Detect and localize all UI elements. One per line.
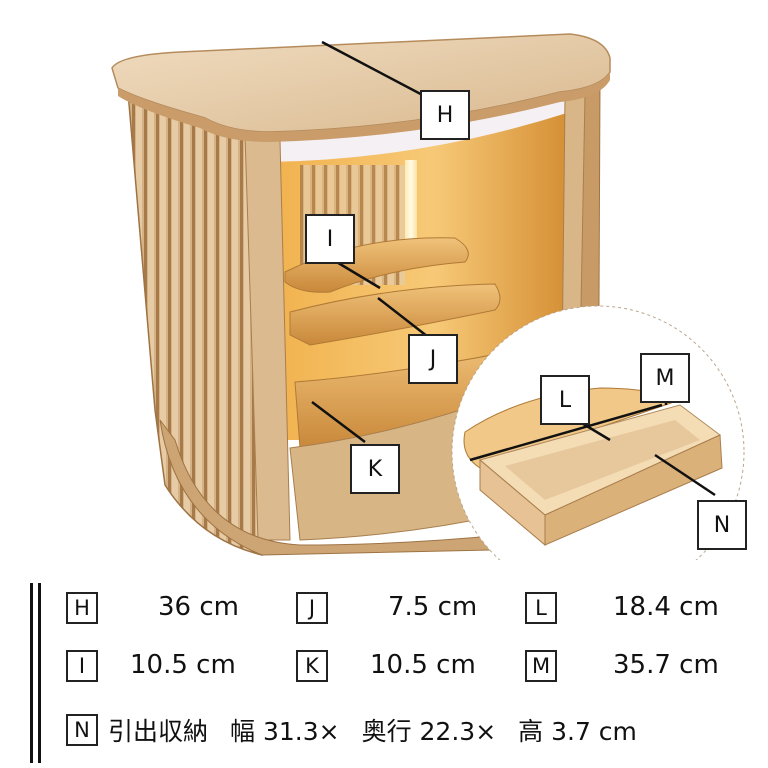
spec-value-i: 10.5 cm bbox=[130, 650, 236, 680]
spec-value-j: 7.5 cm bbox=[388, 592, 478, 622]
spec-label-m: M bbox=[525, 650, 557, 682]
spec-value-l: 18.4 cm bbox=[613, 592, 719, 622]
drawer-side bbox=[544, 434, 723, 546]
spec-label-k: K bbox=[296, 650, 328, 682]
callout-m: M bbox=[640, 353, 690, 403]
drawer-inside bbox=[505, 420, 700, 500]
drawer-tray-top bbox=[463, 387, 682, 469]
spec-table: H 36 cm J 7.5 cm L 18.4 cm I 10.5 cm K 1… bbox=[58, 582, 758, 762]
drawer-spec-width: 幅 31.3× bbox=[230, 717, 340, 746]
callout-j: J bbox=[408, 334, 458, 384]
spec-label-n: N bbox=[66, 714, 98, 746]
callout-i: I bbox=[305, 214, 355, 264]
drawer-spec-name: 引出収納 bbox=[108, 717, 209, 746]
shelf-i bbox=[284, 237, 469, 293]
spec-divider-bars bbox=[30, 583, 44, 763]
callout-n: N bbox=[697, 500, 747, 550]
spec-label-l: L bbox=[525, 592, 557, 624]
callout-k: K bbox=[350, 444, 400, 494]
spec-label-h: H bbox=[66, 592, 98, 624]
spec-value-m: 35.7 cm bbox=[613, 650, 719, 680]
top-board-edge bbox=[118, 72, 610, 142]
spec-value-h: 36 cm bbox=[158, 592, 239, 622]
callout-l: L bbox=[540, 375, 590, 425]
shelf-j bbox=[289, 283, 501, 346]
spec-label-j: J bbox=[296, 592, 328, 624]
callout-h: H bbox=[420, 90, 470, 140]
drawer-spec-depth: 奥行 22.3× bbox=[361, 717, 497, 746]
led-light-strip bbox=[405, 160, 417, 240]
spec-value-k: 10.5 cm bbox=[370, 650, 476, 680]
drawer-spec-row: 引出収納 幅 31.3× 奥行 22.3× 高 3.7 cm bbox=[108, 710, 659, 750]
cabinet-illustration bbox=[111, 33, 745, 560]
drawer-spec-height: 高 3.7 cm bbox=[518, 717, 637, 746]
spec-label-i: I bbox=[66, 650, 98, 682]
